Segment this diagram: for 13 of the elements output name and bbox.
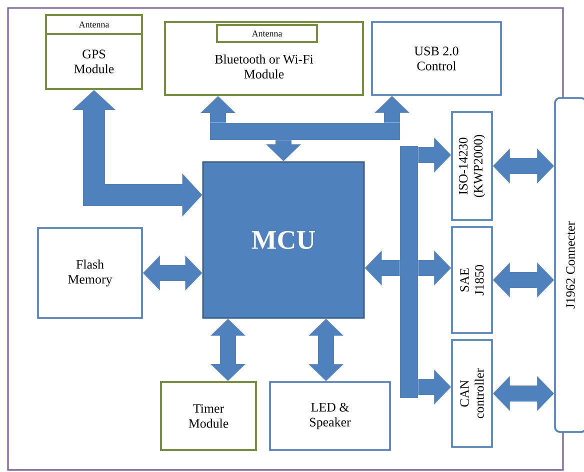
memory-box: Flash Memory: [37, 227, 143, 319]
control-box: USB 2.0 Control: [371, 21, 502, 96]
antenna-box: Antenna: [216, 24, 318, 43]
interface-box: SAE J1850: [451, 226, 493, 334]
mcu-box: MCU: [202, 161, 365, 319]
interface-box: ISO-14230 (KWP2000): [451, 111, 493, 221]
module-box: Timer Module: [160, 380, 257, 451]
connector-box: J1962 Connecter: [554, 97, 584, 433]
bus-bar: [400, 146, 418, 398]
antenna-box: Antenna: [45, 14, 143, 35]
output-box: LED & Speaker: [269, 381, 391, 451]
interface-box: CAN controller: [451, 339, 493, 448]
bus-bar: [210, 122, 400, 140]
